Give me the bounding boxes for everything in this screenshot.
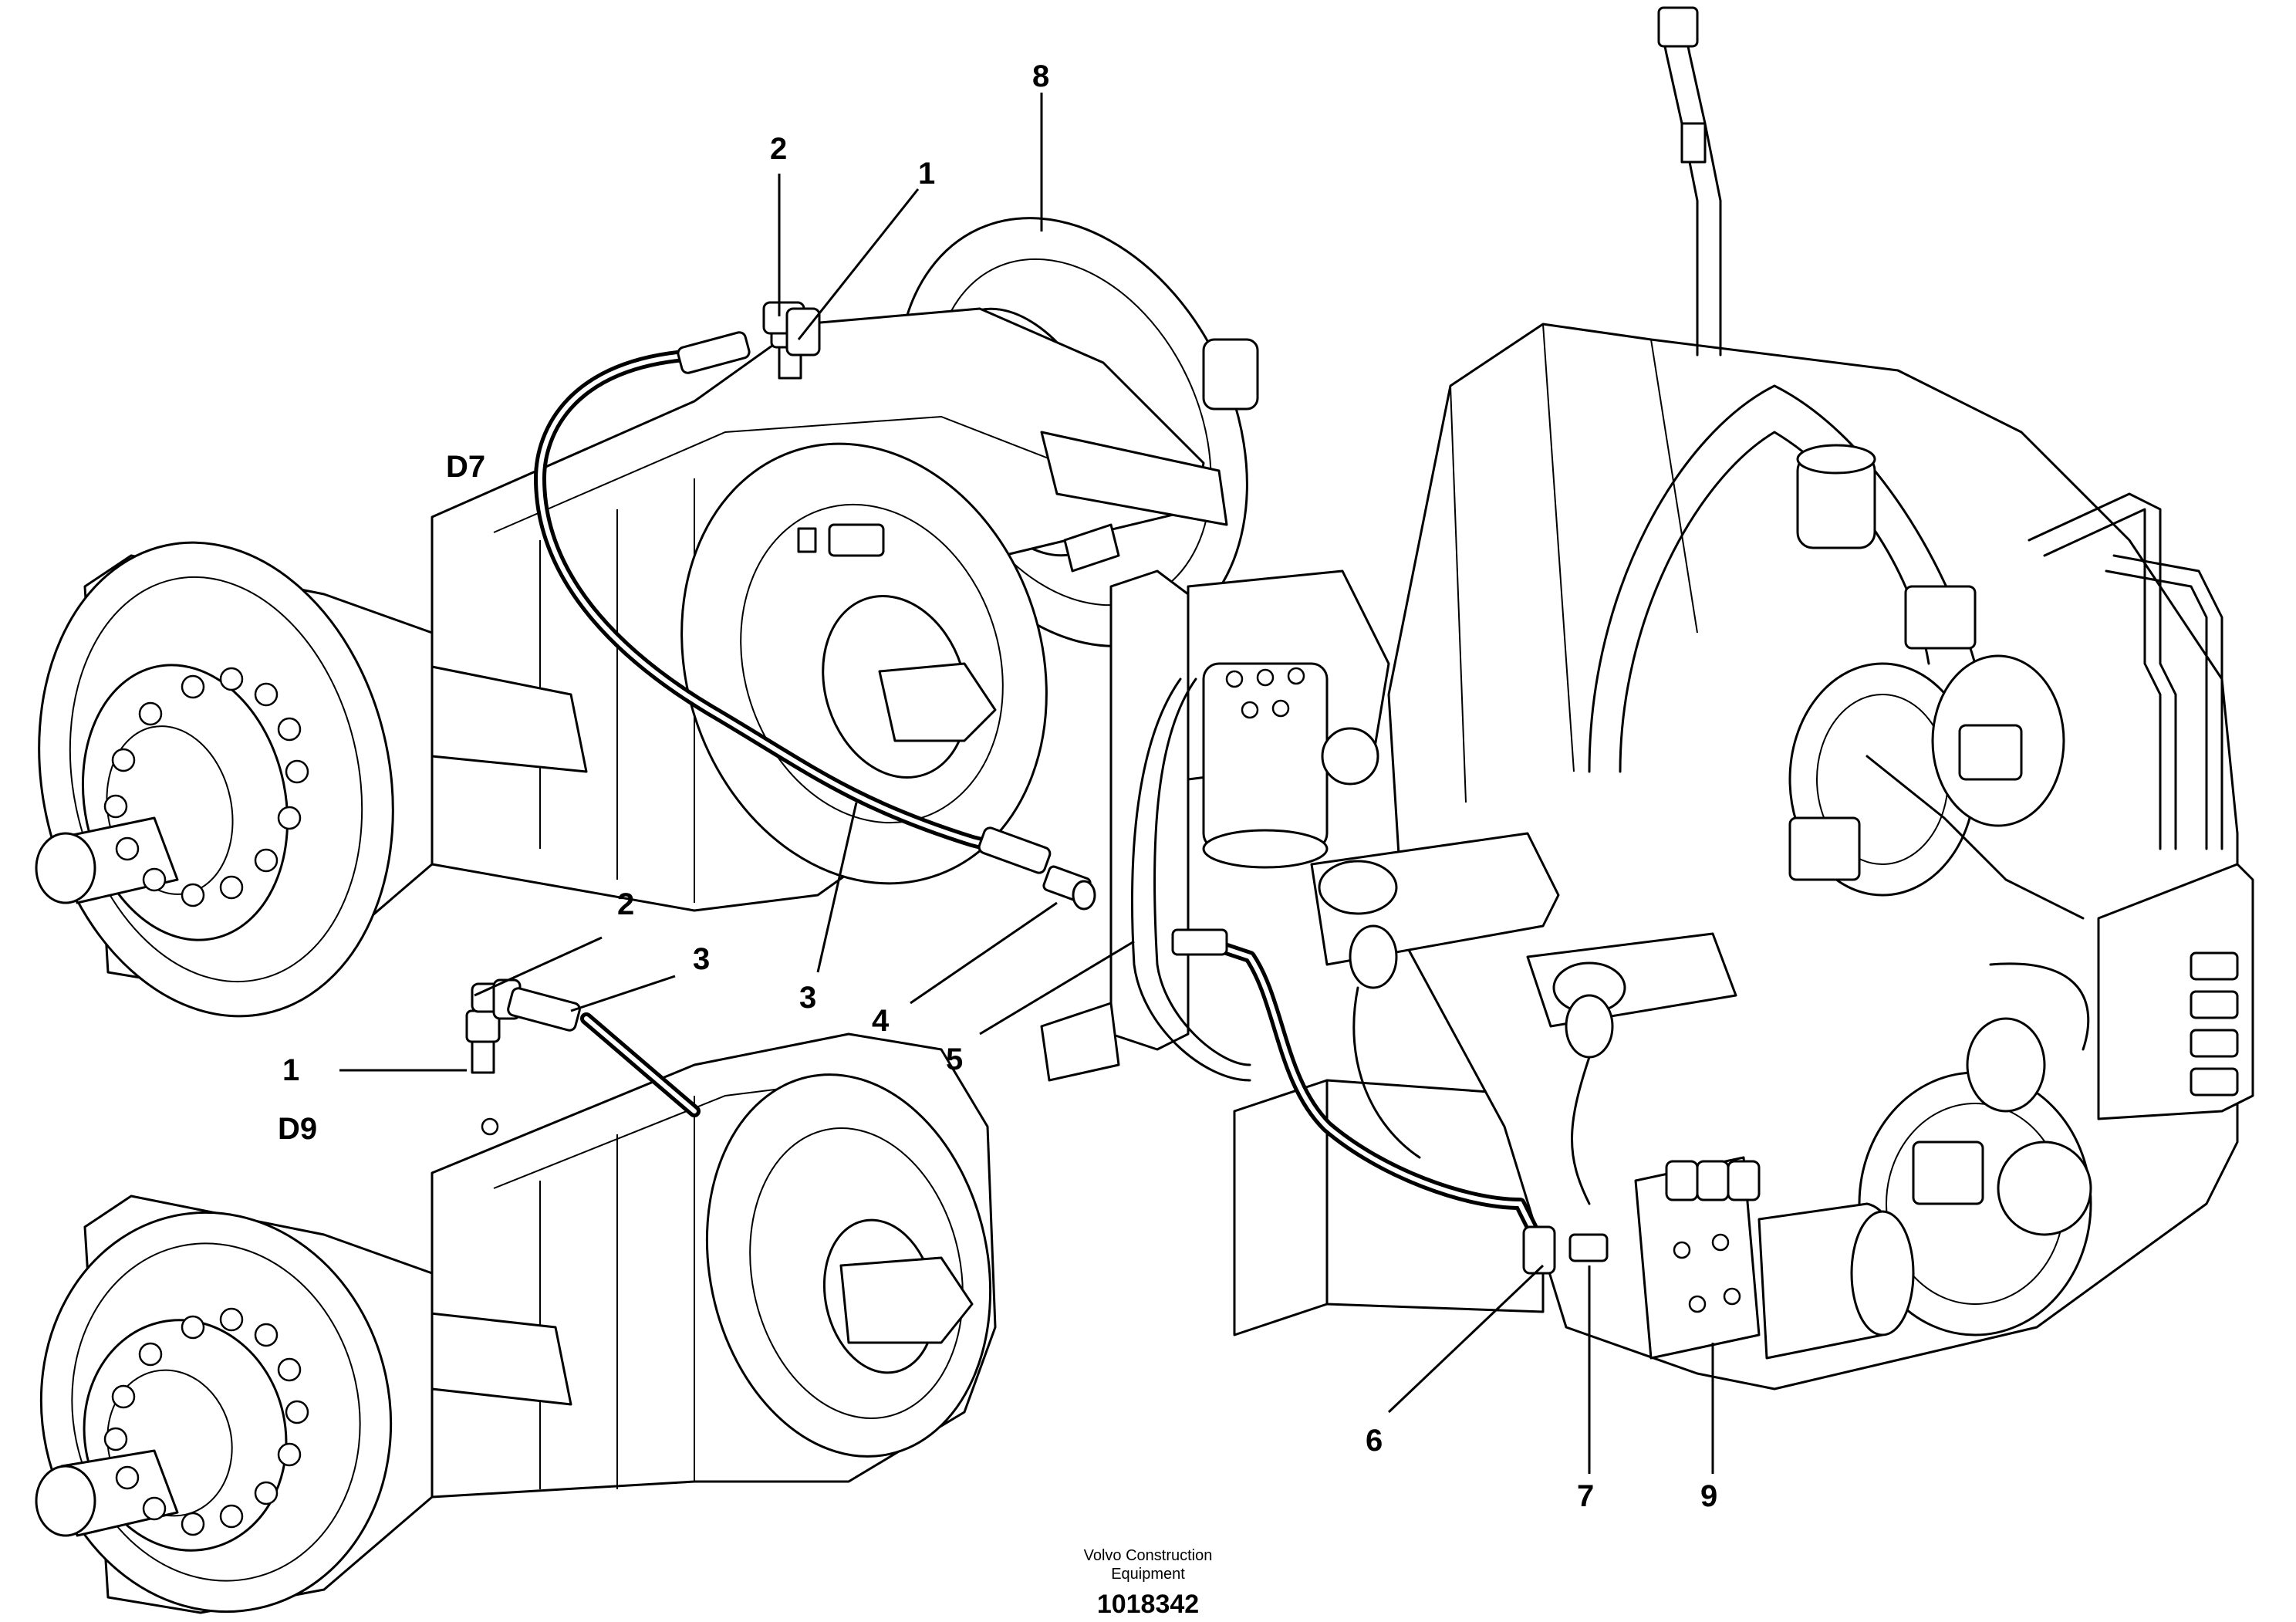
callout-2-mid: 2	[617, 887, 634, 921]
d7-breather-hose	[534, 331, 1052, 874]
d9-breather-parts	[465, 978, 701, 1117]
d9-axle-assembly	[35, 1032, 997, 1614]
publisher-line-1: Volvo Construction	[1084, 1547, 1213, 1564]
illustration-number: 1018342	[1097, 1590, 1199, 1619]
variant-label-d9: D9	[278, 1112, 317, 1146]
callout-7: 7	[1577, 1479, 1594, 1513]
callout-6: 6	[1366, 1424, 1383, 1458]
d7-hub-bolts	[103, 667, 309, 907]
filter-head-bolts	[1225, 667, 1305, 719]
callout-1-top: 1	[918, 157, 935, 191]
publisher-line-2: Equipment	[1111, 1566, 1185, 1583]
valve-block-9	[1634, 1156, 1915, 1360]
callout-3-mid: 3	[693, 942, 710, 976]
callout-9: 9	[1700, 1479, 1717, 1513]
callout-5: 5	[946, 1042, 963, 1076]
leader-lines	[339, 93, 1714, 1474]
elbow-fitting-top	[762, 301, 821, 357]
adapter-fitting-4	[1042, 865, 1096, 911]
callout-3-low: 3	[799, 981, 816, 1015]
callout-8: 8	[1032, 59, 1049, 93]
callout-1-low: 1	[282, 1053, 299, 1087]
valve-block-ports	[2190, 951, 2239, 1097]
callout-4: 4	[872, 1004, 890, 1038]
transmission-assembly	[1233, 6, 2254, 1391]
variant-label-d7: D7	[446, 450, 485, 484]
d7-axle-assembly	[35, 217, 1259, 1018]
filter-assembly	[1040, 523, 1390, 1082]
pressure-hose	[1171, 928, 1609, 1275]
callout-2-top: 2	[770, 132, 787, 166]
d9-hub-bolts	[103, 1307, 309, 1536]
